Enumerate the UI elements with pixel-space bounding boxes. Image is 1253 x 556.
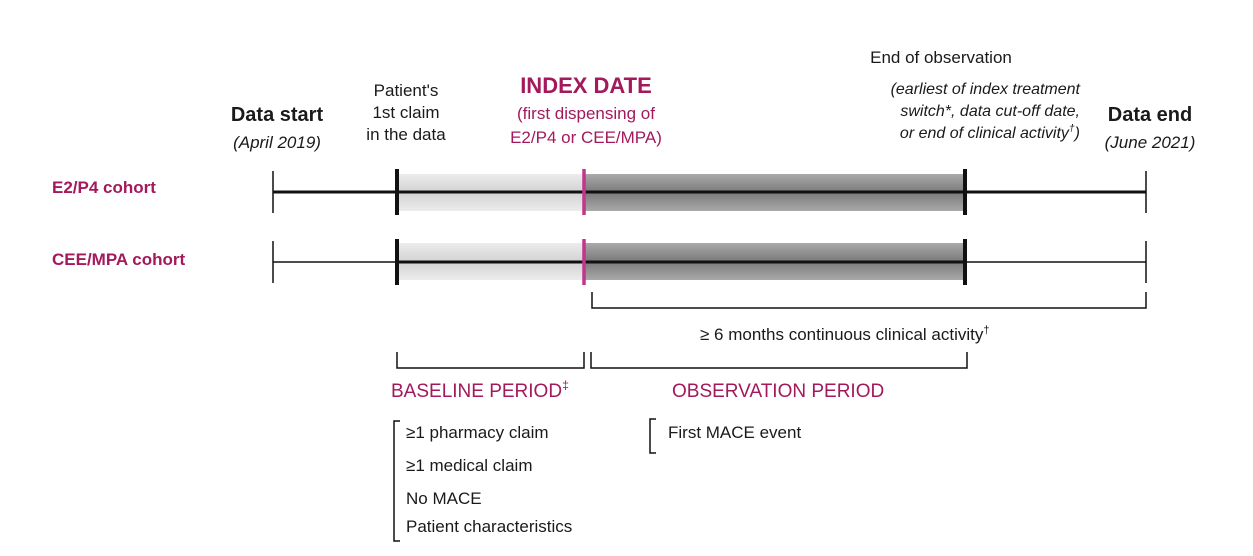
first-claim-line: in the data [366, 125, 446, 144]
first-claim-line: 1st claim [372, 103, 440, 122]
data-end-title: Data end [1107, 104, 1193, 126]
baseline-criteria-bracket [393, 420, 400, 542]
baseline-criterion: ≥1 pharmacy claim [406, 423, 549, 442]
end-of-observation-line: switch*, data cut-off date, [900, 103, 1080, 120]
index-date-line: E2/P4 or CEE/MPA) [510, 128, 662, 147]
continuous-activity-bracket [591, 292, 1147, 309]
end-of-observation-line: (earliest of index treatment [890, 81, 1080, 98]
dagger-mark: † [1068, 123, 1075, 135]
observation-period-bracket [590, 352, 968, 369]
observation-period-label: OBSERVATION PERIOD [672, 381, 885, 402]
baseline-criterion: No MACE [406, 489, 482, 508]
baseline-period-label: BASELINE PERIOD‡ [391, 378, 569, 403]
dagger-mark: † [983, 324, 990, 337]
index-date-description: (first dispensing of E2/P4 or CEE/MPA) [470, 102, 702, 150]
first-claim-line: Patient's [373, 81, 439, 100]
index-date-line: (first dispensing of [517, 104, 655, 123]
continuous-activity-text: ≥ 6 months continuous clinical activity [700, 325, 984, 344]
data-start-date: (April 2019) [233, 133, 321, 152]
ceempa-timeline [272, 239, 1147, 285]
ceempa-cohort-label: CEE/MPA cohort [52, 250, 186, 269]
observation-criterion: First MACE event [668, 423, 802, 442]
baseline-criterion: Patient characteristics [406, 517, 573, 536]
double-dagger-mark: ‡ [562, 378, 569, 393]
continuous-activity-label: ≥ 6 months continuous clinical activity† [700, 325, 990, 345]
end-of-observation-line: or end of clinical activity [899, 125, 1069, 142]
first-claim-label: Patient's 1st claim in the data [345, 80, 467, 146]
observation-criteria-bracket [649, 418, 656, 454]
baseline-criterion: ≥1 medical claim [406, 456, 533, 475]
end-of-observation-title: End of observation [870, 48, 1012, 67]
data-start-title: Data start [230, 104, 324, 126]
e2p4-cohort-label: E2/P4 cohort [52, 178, 156, 197]
e2p4-timeline [272, 169, 1147, 215]
index-date-title: INDEX DATE [520, 73, 652, 98]
baseline-period-text: BASELINE PERIOD [391, 381, 563, 402]
end-of-observation-description: (earliest of index treatment switch*, da… [770, 79, 1080, 145]
baseline-period-bracket [396, 352, 585, 369]
closing-paren: ) [1074, 125, 1080, 142]
data-end-date: (June 2021) [1104, 133, 1196, 152]
